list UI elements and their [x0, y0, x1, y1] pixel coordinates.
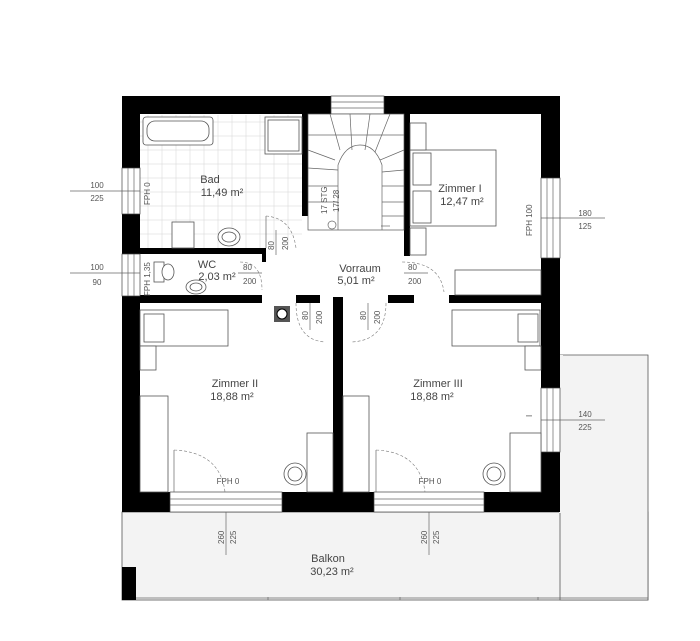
room-label-zimmer1: Zimmer I 12,47 m² — [438, 183, 484, 208]
balcony-area — [121, 354, 649, 601]
room-label-balkon: Balkon 30,23 m² — [310, 553, 354, 578]
window-zimmer3-side-height: 225 — [578, 423, 592, 432]
window-openings — [121, 95, 561, 513]
door-wc-width: 80 — [243, 263, 252, 272]
door-zimmer3-width: 260 — [420, 530, 429, 544]
door-zimmer1-width: 80 — [408, 263, 417, 272]
zimmer2-furniture — [139, 309, 334, 493]
room-area: 30,23 m² — [310, 566, 354, 578]
wc-fixtures — [153, 261, 207, 295]
room-area: 5,01 m² — [337, 275, 375, 287]
room-name: Zimmer II — [212, 378, 258, 390]
room-name: WC — [198, 259, 216, 271]
door-swings — [173, 215, 445, 493]
room-area: 11,49 m² — [201, 187, 244, 199]
door-zimmer1-height: 200 — [408, 277, 422, 286]
window-bad-fph: FPH 0 — [143, 182, 152, 205]
door-zimmer2-h: 200 — [315, 310, 324, 324]
room-area: 18,88 m² — [210, 391, 254, 403]
door-zimmer2-height: 225 — [229, 530, 238, 544]
room-name: Vorraum — [339, 263, 381, 275]
room-label-wc: WC 2,03 m² — [198, 259, 236, 283]
window-zimmer1-width: 180 — [578, 209, 592, 218]
window-wc-width: 100 — [90, 263, 104, 272]
staircase — [307, 113, 405, 231]
door-zimmer3-height: 225 — [432, 530, 441, 544]
window-zimmer3-side-width: 140 — [578, 410, 592, 419]
room-area: 12,47 m² — [440, 196, 484, 208]
room-name: Bad — [200, 174, 220, 186]
room-label-zimmer3: Zimmer III 18,88 m² — [410, 378, 462, 403]
window-bad-width: 100 — [90, 181, 104, 190]
door-zimmer3-fph: FPH 0 — [419, 477, 442, 486]
room-area: 2,03 m² — [198, 271, 236, 283]
room-label-zimmer2: Zimmer II 18,88 m² — [210, 378, 258, 403]
room-name: Balkon — [311, 553, 345, 565]
chimney-icon — [274, 306, 290, 322]
bathroom-fixtures — [142, 116, 303, 249]
window-zimmer3-side-mark: I — [525, 415, 534, 417]
door-zimmer2-w: 80 — [301, 311, 310, 320]
zimmer3-furniture — [342, 309, 542, 493]
window-wc-height: 90 — [93, 278, 102, 287]
door-zimmer2-fph: FPH 0 — [217, 477, 240, 486]
door-zimmer3-h: 200 — [373, 310, 382, 324]
stair-steps-label: 17 STG — [320, 186, 329, 214]
door-zimmer3-w: 80 — [359, 311, 368, 320]
room-label-bad: Bad 11,49 m² — [200, 174, 243, 199]
dimension-leaders — [70, 190, 605, 555]
window-bad-height: 225 — [90, 194, 104, 203]
room-name: Zimmer I — [438, 183, 481, 195]
door-wc-height: 200 — [243, 277, 257, 286]
zimmer1-desk — [454, 269, 542, 296]
window-zimmer1-height: 125 — [578, 222, 592, 231]
zimmer1-bed — [409, 122, 497, 256]
room-area: 18,88 m² — [410, 391, 454, 403]
door-zimmer2-width: 260 — [217, 530, 226, 544]
room-name: Zimmer III — [413, 378, 463, 390]
window-zimmer1-fph: FPH 100 — [525, 204, 534, 236]
door-bad-width: 80 — [267, 241, 276, 250]
door-bad-height: 200 — [281, 236, 290, 250]
room-label-vorraum: Vorraum 5,01 m² — [337, 263, 380, 287]
window-wc-fph: FPH 1,35 — [143, 262, 152, 296]
stair-ratio-label: 17/ 28 — [332, 189, 341, 212]
walls — [122, 96, 560, 512]
